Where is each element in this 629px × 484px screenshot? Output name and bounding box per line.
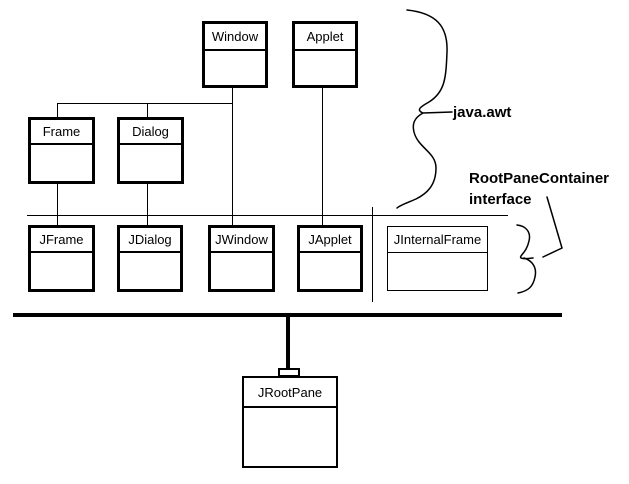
class-box-window: Window	[202, 21, 268, 88]
connector-window-to-jwindow	[232, 88, 233, 225]
class-box-jrootpane: JRootPane	[242, 376, 338, 468]
class-box-applet: Applet	[292, 21, 358, 88]
class-name-jwindow: JWindow	[211, 228, 272, 253]
rootpanecontainer-brace-icon	[516, 224, 537, 294]
class-box-jinternalframe: JInternalFrame	[387, 226, 488, 291]
connector-frame-top-stub	[57, 103, 58, 117]
class-box-frame: Frame	[28, 117, 95, 184]
connector-applet-to-japplet	[322, 88, 323, 225]
class-box-jframe: JFrame	[28, 225, 95, 292]
interface-label-line1: RootPaneContainer	[469, 170, 610, 187]
class-name-japplet: JApplet	[300, 228, 360, 253]
jrootpane-connector-line	[286, 313, 290, 368]
class-box-jdialog: JDialog	[117, 225, 183, 292]
class-name-dialog: Dialog	[120, 120, 181, 145]
connector-dialog-to-jdialog	[147, 184, 148, 225]
class-name-jinternalframe: JInternalFrame	[388, 227, 487, 253]
class-name-jframe: JFrame	[31, 228, 92, 253]
class-box-jwindow: JWindow	[208, 225, 275, 292]
connector-dialog-top-stub	[147, 103, 148, 117]
class-box-japplet: JApplet	[297, 225, 363, 292]
class-name-jdialog: JDialog	[120, 228, 180, 253]
swing-row-horizontal-line	[27, 215, 508, 216]
class-name-window: Window	[205, 24, 265, 51]
interface-pointer-line	[542, 196, 563, 258]
class-box-dialog: Dialog	[117, 117, 184, 184]
connector-frame-to-jframe	[57, 184, 58, 225]
class-name-jrootpane: JRootPane	[244, 378, 336, 408]
interface-label-line2: interface	[469, 191, 532, 208]
java-awt-brace-icon	[396, 9, 453, 209]
jinternalframe-separator-line	[372, 207, 373, 302]
connector-top-horizontal	[57, 103, 233, 104]
class-name-applet: Applet	[295, 24, 355, 51]
package-label: java.awt	[453, 104, 512, 121]
class-name-frame: Frame	[31, 120, 92, 145]
